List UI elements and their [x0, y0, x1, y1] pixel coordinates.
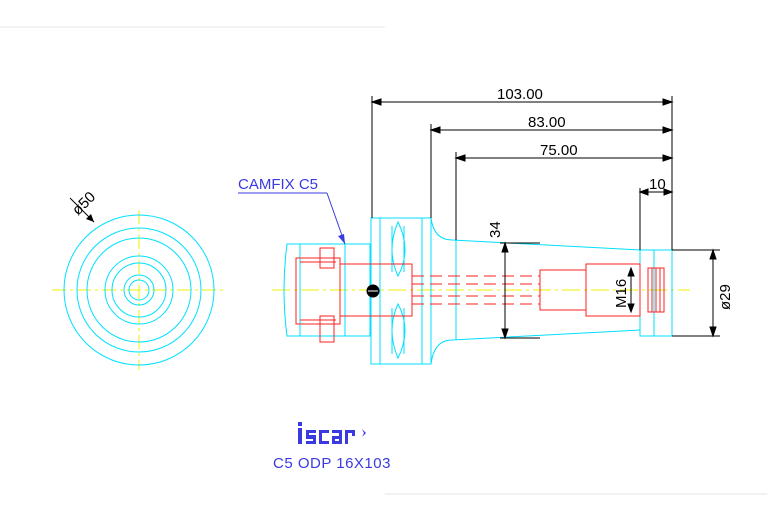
circle-2 — [76, 227, 202, 353]
outer-circle — [63, 214, 215, 366]
circle-4 — [104, 255, 174, 325]
dim-label-75: 75.00 — [540, 142, 578, 159]
dim-label-diameter-29: ø29 — [717, 284, 734, 310]
circle-5 — [111, 262, 167, 318]
camfix-label: CAMFIX C5 — [238, 176, 346, 245]
flange — [370, 217, 432, 365]
taper-body — [430, 217, 641, 365]
dim-label-103: 103.00 — [497, 86, 543, 103]
dim-label-83: 83.00 — [528, 114, 566, 131]
label-diameter-50: ø50 — [69, 189, 99, 219]
collet-nose — [283, 243, 371, 337]
part-number: C5 ODP 16X103 — [273, 455, 391, 472]
dim-label-34: 34 — [487, 221, 504, 238]
dimensions — [370, 96, 720, 340]
camfix-text: CAMFIX C5 — [238, 176, 318, 193]
dim-label-m16: M16 — [613, 279, 630, 308]
circle-6 — [123, 274, 155, 306]
circle-3 — [86, 237, 192, 343]
internal-bore — [295, 247, 665, 343]
iscar-logo — [298, 422, 366, 444]
dim-label-10: 10 — [649, 176, 666, 193]
circle-7 — [128, 279, 150, 301]
end-view — [52, 210, 226, 370]
dim-diameter-50: ø50 — [69, 189, 99, 223]
